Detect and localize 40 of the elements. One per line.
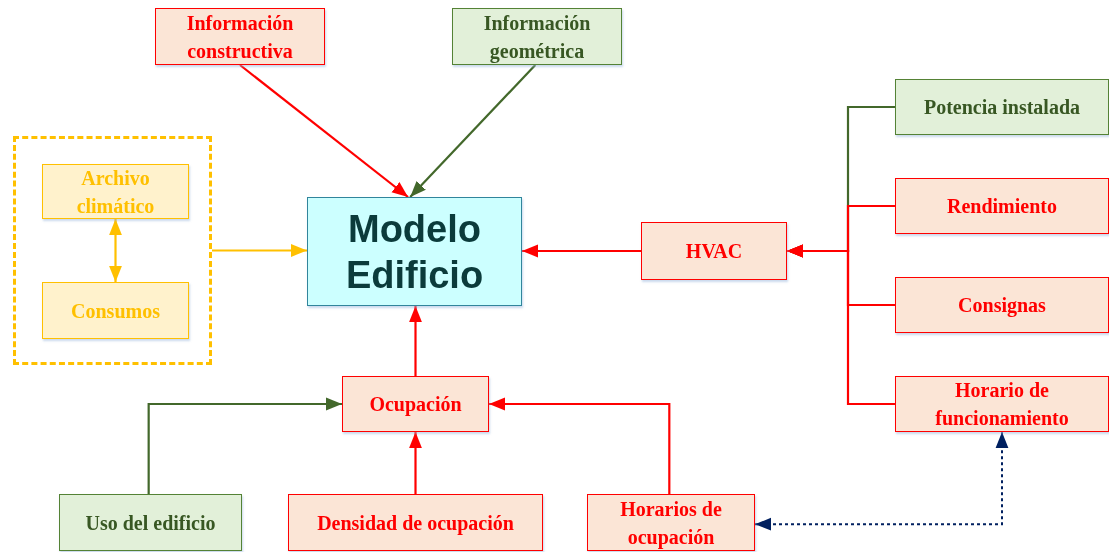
arrow <box>212 244 307 257</box>
arrow <box>109 219 122 282</box>
arrow <box>147 397 342 494</box>
arrow <box>409 432 422 494</box>
arrow <box>409 306 422 376</box>
arrow <box>409 64 537 198</box>
arrow <box>754 431 1009 531</box>
process-box <box>895 79 1109 135</box>
node-label: Modelo Edificio <box>344 206 485 298</box>
node-label: Ocupación <box>369 392 462 418</box>
process-box <box>587 494 755 551</box>
arrow <box>522 244 641 258</box>
process-box <box>42 164 189 219</box>
arrow <box>787 244 895 406</box>
arrow <box>239 64 409 198</box>
node-label: Horarios de ocupación <box>619 496 723 551</box>
process-box <box>452 8 622 65</box>
process-box <box>895 376 1109 432</box>
arrow <box>489 397 671 494</box>
process-box <box>895 178 1109 234</box>
process-box <box>59 494 242 551</box>
process-box <box>307 197 522 306</box>
node-label: Información constructiva <box>185 10 295 64</box>
node-label: Densidad de ocupación <box>317 510 514 537</box>
node-label: Potencia instalada <box>923 95 1081 120</box>
process-box <box>42 282 189 339</box>
process-box <box>342 376 489 432</box>
node-label: Horario de funcionamiento <box>934 378 1070 431</box>
process-box <box>895 277 1109 333</box>
process-box <box>641 222 787 280</box>
dashed-group-frame <box>13 136 212 365</box>
node-label: Rendimiento <box>947 194 1057 219</box>
node-label: Uso del edificio <box>85 510 216 536</box>
process-box <box>288 494 543 551</box>
node-label: Información geométrica <box>482 10 592 65</box>
node-label: Archivo climático <box>75 165 156 219</box>
node-label: Consumos <box>71 298 160 324</box>
process-box <box>155 8 325 65</box>
node-label: Consignas <box>958 293 1046 319</box>
node-label: HVAC <box>685 239 743 264</box>
